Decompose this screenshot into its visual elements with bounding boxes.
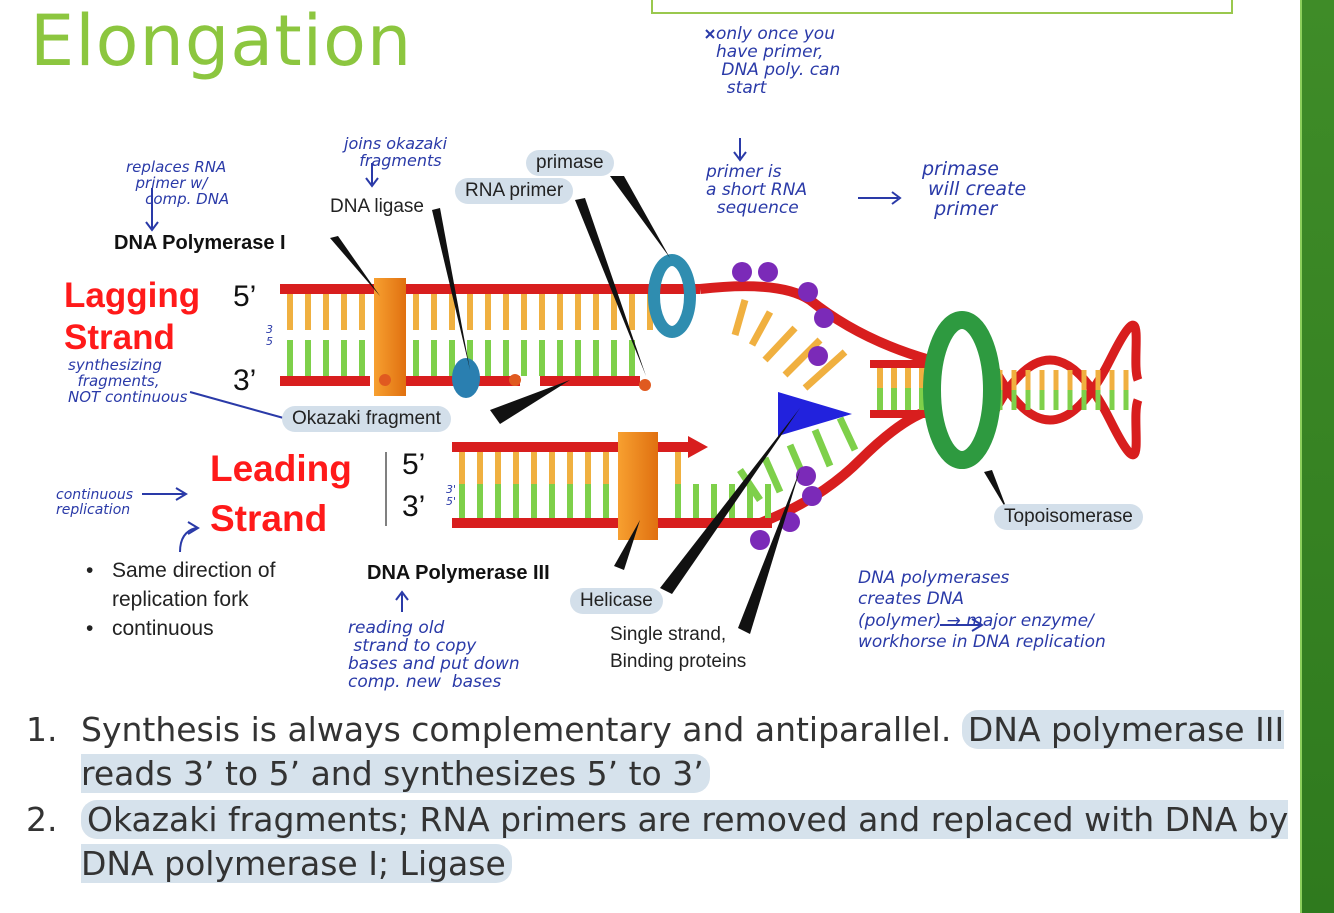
fork-rungs [731,299,859,502]
dna-ligase-shape [452,358,480,398]
lagging-5-prime: 5’ [233,280,257,313]
point-2-highlight: Okazaki fragments; RNA primers are remov… [81,800,1289,883]
ssb-protein-ball [796,466,816,486]
rna-primer-pointer [575,198,646,376]
primase-pointer [610,176,670,258]
pol3-pointer [614,520,640,570]
slide-accent-bar [1300,0,1334,913]
dna-polymerase-3-shape [618,432,658,540]
label-rna-primer: RNA primer [455,178,574,204]
lagging-3-prime: 3’ [233,364,257,397]
label-leading-1: Leading [210,448,352,489]
bullet-item: continuous [86,614,342,643]
ssb-protein-ball [732,262,752,282]
primase-ring [648,254,696,338]
okazaki-pointer [490,380,570,424]
label-ssb-line1: Single strand, [610,624,727,645]
ssb-protein-ball [802,486,822,506]
note-dna-polymerases: DNA polymerases creates DNA (polymer) → … [858,568,1106,652]
leading-strand-bullets: Same direction of replication fork conti… [86,556,342,643]
point-1-text: Synthesis is always complementary and an… [81,710,952,749]
label-leading-2: Strand [210,498,328,539]
parental-helix [870,320,1143,460]
ssb-pointer [738,470,800,634]
note-primase-will: primase will create primer [922,158,1027,220]
helicase-wedge [778,392,852,436]
ssb-protein-ball [750,530,770,550]
label-dna-ligase: DNA ligase [330,196,424,217]
note-only-once: only once you have primer, DNA poly. can… [716,24,841,98]
leading-5-prime: 5’ [402,448,426,481]
pol1-pointer [330,236,380,296]
point-2: 2. Okazaki fragments; RNA primers are re… [26,798,1316,886]
bullet-item: Same direction of replication fork [86,556,342,614]
note-continuous-replication: continuous replication [56,487,133,518]
point-1: 1. Synthesis is always complementary and… [26,708,1316,796]
ssb-protein-ball [808,346,828,366]
ssb-protein-ball [758,262,778,282]
ssb-protein-ball [798,282,818,302]
label-topoisomerase: Topoisomerase [994,504,1143,530]
helicase-pointer [660,408,800,594]
annotation-arrows [142,29,984,632]
note-synthesizing: synthesizing fragments, NOT continuous [68,356,188,406]
note-reading-old-strand: reading old strand to copy bases and put… [348,618,520,692]
leading-strand [452,405,932,528]
label-ssb-line2: Binding proteins [610,651,747,672]
point-1-number: 1. [26,710,58,749]
slide-title: Elongation [30,0,413,82]
note-joins-okazaki: joins okazaki fragments [344,134,448,170]
label-dna-polymerase-1: DNA Polymerase I [114,232,286,254]
ligase-pointer [432,208,470,370]
note-small-35b: 3' 5' [446,483,457,508]
label-helicase: Helicase [570,588,663,614]
leading-3-prime: 3’ [402,490,426,523]
top-content-box [651,0,1233,14]
point-2-number: 2. [26,800,58,839]
topoisomerase-ring [923,311,1001,469]
lagging-strand [280,281,932,386]
ssb-protein-ball [814,308,834,328]
label-dna-polymerase-3: DNA Polymerase III [367,562,550,584]
ssb-proteins [732,262,834,550]
note-primer-is: primer is a short RNA sequence [706,162,808,218]
note-small-35: 3 5 [266,323,273,348]
label-lagging-2: Strand [64,318,175,357]
topo-pointer [984,470,1008,512]
main-points: 1. Synthesis is always complementary and… [26,708,1316,886]
note-replaces-primer: replaces RNA primer w/ comp. DNA [126,158,230,208]
label-okazaki-fragment: Okazaki fragment [282,406,451,432]
dna-polymerase-1-shape [374,278,406,396]
label-primase: primase [526,150,614,176]
label-lagging-1: Lagging [64,276,201,315]
